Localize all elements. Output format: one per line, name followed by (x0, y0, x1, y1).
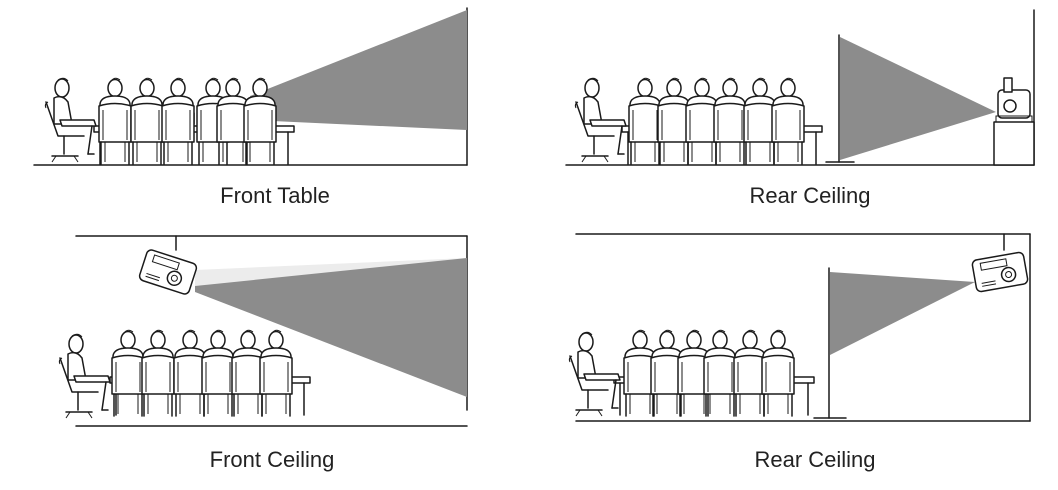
chair-icon (173, 329, 207, 417)
caption-rear-table: Rear Ceiling (749, 183, 871, 208)
chair-icon (231, 329, 265, 417)
projection-beam (250, 10, 467, 130)
chair-icon (111, 329, 145, 417)
chair-icon (771, 77, 805, 165)
person-icon (44, 77, 97, 163)
projector-icon (137, 247, 199, 297)
person-icon (574, 77, 627, 163)
projection-beam (830, 272, 975, 355)
caption-front-ceiling: Front Ceiling (209, 447, 335, 472)
caption-front-table: Front Table (220, 183, 330, 208)
chair-icon (130, 77, 164, 165)
caption-rear-ceiling: Rear Ceiling (754, 447, 876, 472)
chair-icon (161, 77, 195, 165)
panel-rear-ceiling (568, 233, 1031, 422)
projector-icon (970, 250, 1030, 294)
chair-icon (259, 329, 293, 417)
chair-icon (733, 329, 767, 417)
chair-icon (761, 329, 795, 417)
person-icon (568, 331, 621, 417)
chair-icon (201, 329, 235, 417)
chair-icon (713, 77, 747, 165)
chair-icon (98, 77, 132, 165)
panel-rear-table (565, 9, 1035, 166)
projector-icon (995, 77, 1033, 123)
chair-icon (657, 77, 691, 165)
chair-icon (628, 77, 662, 165)
chair-icon (743, 77, 777, 165)
panel-front-ceiling (58, 235, 468, 427)
projection-beam (840, 37, 996, 160)
person-icon (58, 333, 111, 419)
projection-beam (195, 258, 467, 397)
panel-front-table (33, 7, 468, 166)
chair-icon (141, 329, 175, 417)
chair-icon (685, 77, 719, 165)
table-icon (993, 121, 1035, 166)
chair-icon (703, 329, 737, 417)
